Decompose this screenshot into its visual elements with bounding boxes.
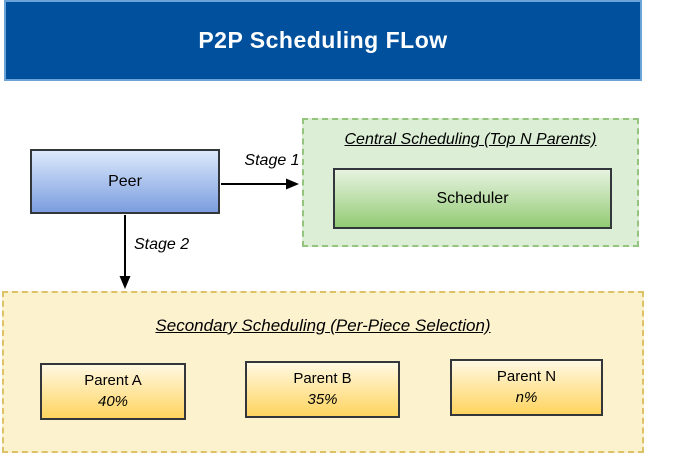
scheduler-node: Scheduler [333, 168, 612, 229]
parent-a-node: Parent A 40% [40, 363, 186, 420]
peer-node-label: Peer [108, 172, 142, 190]
parent-a-label: Parent A [84, 372, 142, 390]
parent-b-node: Parent B 35% [245, 361, 400, 418]
parent-b-share: 35% [307, 390, 338, 408]
parent-n-node: Parent N n% [450, 359, 603, 416]
parent-a-share: 40% [97, 392, 129, 410]
parent-n-share: n% [515, 388, 538, 406]
stage2-label: Stage 2 [134, 236, 190, 253]
diagram-title: P2P Scheduling FLow [198, 27, 448, 53]
stage2-arrow [119, 215, 131, 289]
parent-n-label: Parent N [496, 368, 557, 386]
stage1-arrow [221, 178, 299, 190]
peer-node: Peer [30, 149, 220, 214]
parent-b-label: Parent B [293, 370, 352, 388]
scheduler-node-label: Scheduler [436, 189, 509, 207]
secondary-scheduling-group-title: Secondary Scheduling (Per-Piece Selectio… [155, 316, 491, 335]
title-banner: P2P Scheduling FLow [4, 0, 642, 81]
stage1-label: Stage 1 [244, 152, 300, 169]
central-scheduling-group-title: Central Scheduling (Top N Parents) [344, 131, 597, 148]
